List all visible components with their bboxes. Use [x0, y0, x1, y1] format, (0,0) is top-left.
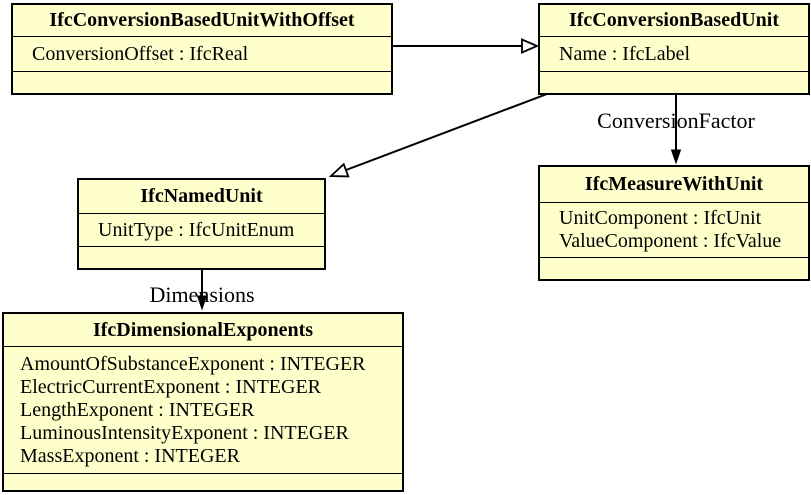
- class-name: IfcNamedUnit: [79, 180, 324, 214]
- generalization-arrow-conversionbasedunit-to-namedunit: [328, 93, 548, 178]
- class-operations-compartment: [13, 71, 391, 93]
- class-attribute: Name : IfcLabel: [559, 42, 691, 65]
- class-operations-compartment: [540, 71, 808, 93]
- class-operations-compartment: [79, 246, 324, 268]
- class-name: IfcConversionBasedUnitWithOffset: [13, 5, 391, 37]
- class-attribute: ElectricCurrentExponent : INTEGER: [20, 375, 322, 398]
- generalization-arrow-withoffset-to-conversionbasedunit: [393, 38, 540, 54]
- class-attribute: ConversionOffset : IfcReal: [32, 42, 249, 65]
- class-attribute: ValueComponent : IfcValue: [559, 230, 782, 252]
- class-attribute: LengthExponent : INTEGER: [20, 398, 255, 421]
- class-box-ifcmeasurewithunit: IfcMeasureWithUnit UnitComponent : IfcUn…: [538, 165, 810, 281]
- class-name: IfcConversionBasedUnit: [540, 5, 808, 37]
- class-box-ifcdimensionalexponents: IfcDimensionalExponents AmountOfSubstanc…: [2, 312, 404, 492]
- class-operations-compartment: [4, 473, 402, 490]
- class-box-ifcconversionbasedunitwithoffset: IfcConversionBasedUnitWithOffset Convers…: [11, 3, 393, 95]
- class-attribute: AmountOfSubstanceExponent : INTEGER: [20, 352, 366, 375]
- class-attributes: Name : IfcLabel: [540, 37, 808, 71]
- class-name: IfcDimensionalExponents: [4, 314, 402, 347]
- association-label-dimensions: Dimensions: [149, 282, 255, 307]
- class-attributes: ConversionOffset : IfcReal: [13, 37, 391, 71]
- class-attributes: AmountOfSubstanceExponent : INTEGER Elec…: [4, 347, 402, 473]
- class-attribute: UnitComponent : IfcUnit: [559, 207, 762, 229]
- class-attribute: UnitType : IfcUnitEnum: [98, 218, 295, 241]
- class-box-ifcnamedunit: IfcNamedUnit UnitType : IfcUnitEnum: [77, 178, 326, 270]
- class-box-ifcconversionbasedunit: IfcConversionBasedUnit Name : IfcLabel: [538, 3, 810, 95]
- class-attribute: LuminousIntensityExponent : INTEGER: [20, 421, 349, 444]
- class-name: IfcMeasureWithUnit: [540, 167, 808, 203]
- class-attributes: UnitType : IfcUnitEnum: [79, 214, 324, 246]
- class-operations-compartment: [540, 257, 808, 279]
- association-label-conversionfactor: ConversionFactor: [597, 108, 755, 133]
- class-attribute: MassExponent : INTEGER: [20, 444, 240, 467]
- class-attributes: UnitComponent : IfcUnit ValueComponent :…: [540, 203, 808, 257]
